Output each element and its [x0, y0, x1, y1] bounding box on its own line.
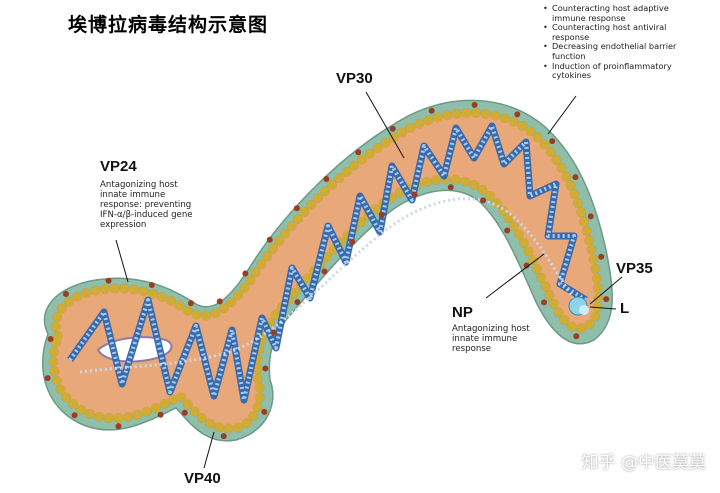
- vp-protein-dot: [115, 423, 122, 430]
- np-pointer: [485, 253, 545, 299]
- vp-protein-dot: [262, 365, 269, 372]
- vp-protein-dot: [411, 191, 418, 198]
- vp30-label: VP30: [336, 70, 373, 87]
- vp24-label: VP24: [100, 158, 137, 175]
- vp-protein-dot: [355, 149, 362, 156]
- vp-protein-dot: [514, 111, 521, 118]
- lipid-membrane-outline: [48, 107, 604, 434]
- vp-protein-dot: [220, 433, 227, 440]
- vp40-label: VP40: [184, 470, 221, 487]
- vp-protein-dot: [294, 298, 301, 305]
- vp-protein-dot: [587, 213, 594, 220]
- vp-protein-dot: [270, 329, 277, 336]
- vp-protein-dot: [572, 174, 579, 181]
- label-pointers: [115, 91, 623, 469]
- vp30-pointer: [365, 91, 405, 159]
- nucleocapsid-helix-beads: [68, 124, 588, 402]
- vp-protein-dot: [541, 299, 548, 306]
- nucleocapsid-coil: [67, 122, 588, 404]
- vp-protein-dot: [323, 175, 330, 182]
- vp-protein-dot: [523, 262, 530, 269]
- page-title: 埃博拉病毒结构示意图: [68, 14, 269, 36]
- vp-protein-dot: [242, 270, 249, 277]
- vp-protein-dot: [44, 375, 51, 382]
- vp40-pointer: [203, 431, 215, 469]
- vp-protein-dot: [157, 411, 164, 418]
- vp-protein-dot: [187, 300, 194, 307]
- vp-protein-dot: [321, 268, 328, 275]
- vp35-pointer: [589, 276, 623, 305]
- vp24-pointer: [115, 239, 129, 283]
- vp-protein-dot: [349, 238, 356, 245]
- l-protein: [568, 296, 589, 316]
- vp-protein-dot: [261, 408, 268, 415]
- vp-protein-dot: [71, 412, 78, 419]
- vp-protein-dot: [293, 205, 300, 212]
- vp-protein-dots: [44, 101, 610, 440]
- vp-protein-dot: [573, 333, 580, 340]
- vp-protein-dot: [105, 277, 112, 284]
- vp-protein-dot: [47, 335, 54, 342]
- vp-protein-dot: [598, 253, 605, 260]
- vp-protein-dot: [62, 291, 69, 298]
- watermark: 知乎 @中医莫莫: [581, 453, 706, 473]
- vp-protein-dot: [471, 101, 478, 108]
- vp-protein-dot: [603, 296, 610, 303]
- vp-protein-dot: [216, 298, 223, 305]
- functions-pointer: [547, 95, 577, 135]
- vp-protein-dot: [480, 197, 487, 204]
- vp-protein-dot: [266, 236, 273, 243]
- vp-protein-dot: [428, 107, 435, 114]
- np-description: Antagonizing host innate immune response: [452, 324, 530, 354]
- vp35-label: VP35: [616, 260, 653, 277]
- vp24-description: Antagonizing host innate immune response…: [100, 180, 193, 230]
- vp-protein-dot: [549, 138, 556, 145]
- l-pointer: [589, 306, 617, 310]
- vp-protein-dot: [181, 409, 188, 416]
- vp-protein-dot: [389, 125, 396, 132]
- vp-protein-dot: [148, 282, 155, 289]
- vp-protein-dot: [378, 211, 385, 218]
- l-label: L: [620, 300, 630, 317]
- vp-protein-dot: [447, 184, 454, 191]
- np-label: NP: [452, 304, 473, 321]
- vp-protein-dot: [504, 227, 511, 234]
